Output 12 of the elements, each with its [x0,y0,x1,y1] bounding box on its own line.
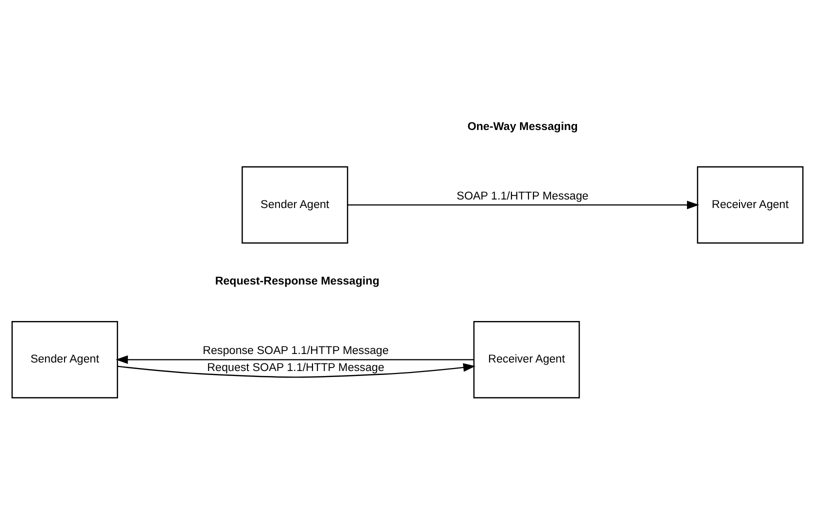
arrow [116,355,474,364]
edge-label: Response SOAP 1.1/HTTP Message [202,345,389,358]
edge-label: SOAP 1.1/HTTP Message [456,190,588,202]
node-box: Sender Agent [12,321,118,398]
edge-label: Request SOAP 1.1/HTTP Message [207,362,384,374]
label: Request-Response Messaging [215,275,380,288]
arrow [118,363,476,378]
node-box: Receiver Agent [696,166,804,244]
node-box: Receiver Agent [473,321,580,398]
label: One-Way Messaging [467,120,578,133]
node-box: Sender Agent [242,166,348,244]
arrow [348,200,700,210]
